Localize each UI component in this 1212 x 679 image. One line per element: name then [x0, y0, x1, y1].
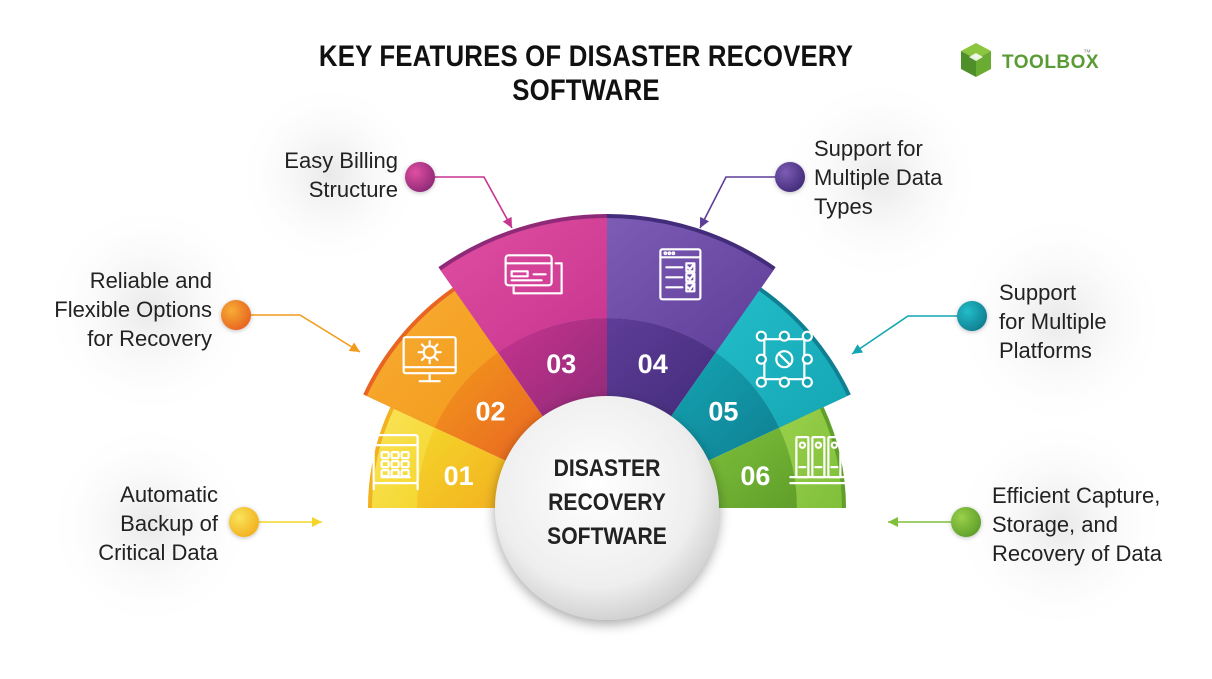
feature-label-line: Recovery of Data [992, 541, 1162, 566]
center-title-line: RECOVERY [548, 489, 666, 516]
feature-number-03: 03 [546, 349, 576, 379]
feature-label-line: Easy Billing [284, 148, 398, 173]
arrow-head-icon [852, 344, 864, 354]
center-hub: DISASTER RECOVERY SOFTWARE [495, 396, 719, 620]
segment-inner-04 [607, 318, 716, 420]
connector-dot-03 [405, 162, 435, 192]
connector-line-04 [699, 176, 776, 229]
feature-label-line: Efficient Capture, [992, 483, 1161, 508]
center-title-line: SOFTWARE [547, 523, 667, 550]
credit-cards-icon [504, 254, 563, 295]
segment-inner-06 [704, 427, 797, 508]
connector-line-05 [851, 315, 958, 355]
feature-number-02: 02 [476, 396, 506, 426]
segment-outer-02 [366, 290, 499, 428]
feature-label-line: Flexible Options [54, 297, 212, 322]
feature-label-line: Support [999, 280, 1077, 305]
toolbox-logo: TOOLBOX ™ [956, 40, 1106, 80]
connector-dot-04 [775, 162, 805, 192]
network-nodes-icon [755, 330, 813, 388]
feature-number-04: 04 [638, 349, 668, 379]
label-glows [40, 75, 1170, 635]
logo-text: TOOLBOX [1002, 52, 1100, 73]
segment-inner-03 [498, 318, 607, 420]
server-rack-icon [372, 434, 419, 491]
arrow-head-icon [888, 517, 898, 527]
feature-label-line: Critical Data [98, 540, 218, 565]
monitor-gear-icon [402, 336, 457, 383]
feature-label-line: Automatic [120, 482, 218, 507]
arrow-head-icon [348, 342, 360, 352]
segment-outer-04 [607, 218, 774, 353]
connector-dot-02 [221, 300, 251, 330]
cube-logo-icon [961, 43, 991, 77]
feature-label-line: Support for [814, 136, 923, 161]
feature-icons [372, 248, 848, 491]
center-title: DISASTER RECOVERY SOFTWARE [547, 455, 667, 550]
feature-label-line: for Recovery [87, 326, 212, 351]
file-binders-icon [789, 436, 848, 485]
connector-dot-05 [957, 301, 987, 331]
feature-label-line: Reliable and [89, 268, 212, 293]
connectors [221, 162, 987, 537]
arrow-head-icon [502, 216, 512, 228]
feature-label-line: for Multiple [999, 309, 1107, 334]
center-title-line: DISASTER [554, 455, 661, 482]
connector-dot-01 [229, 507, 259, 537]
connector-dot-06 [951, 507, 981, 537]
page-title: KEY FEATURES OF DISASTER RECOVERY SOFTWA… [318, 40, 854, 107]
feature-label-line: Storage, and [992, 512, 1118, 537]
feature-label-line: Backup of [120, 511, 218, 536]
arrow-head-icon [700, 216, 709, 228]
feature-number-06: 06 [740, 461, 770, 491]
connector-line-03 [434, 176, 513, 229]
feature-number-01: 01 [444, 461, 474, 491]
segment-inner-05 [668, 352, 780, 463]
feature-label-line: Structure [308, 177, 398, 202]
logo-trademark: ™ [1083, 48, 1091, 57]
feature-label-line: Platforms [999, 338, 1092, 363]
segment-inner-01 [417, 427, 510, 508]
feature-label-line: Multiple Data [814, 165, 943, 190]
arrow-head-icon [312, 517, 322, 527]
segment-outer-05 [715, 290, 848, 428]
segment-inner-02 [434, 352, 546, 463]
feature-label-line: Types [814, 194, 873, 219]
feature-number-05: 05 [708, 396, 738, 426]
connector-line-02 [250, 314, 361, 353]
checklist-window-icon [659, 248, 702, 301]
